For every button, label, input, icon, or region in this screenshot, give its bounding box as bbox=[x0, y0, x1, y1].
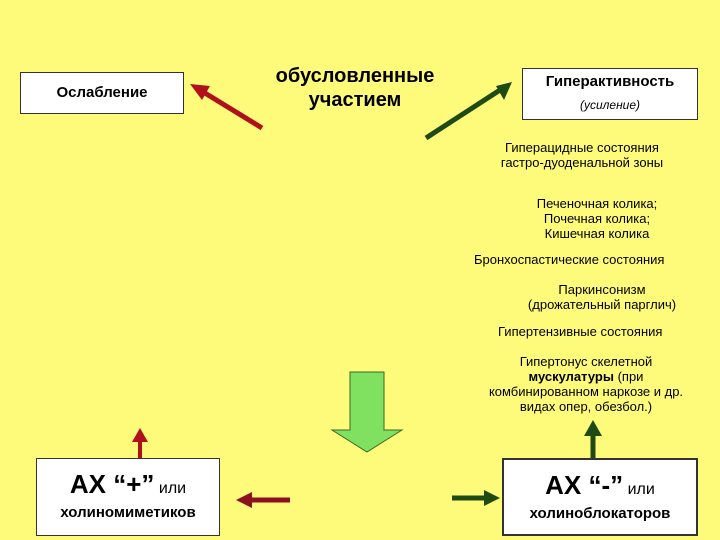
ach-plus-sub: холиномиметиков bbox=[60, 504, 196, 521]
condition-muscle-line2-rest: (при bbox=[613, 369, 644, 384]
hyperactivity-sublabel: (усиление) bbox=[579, 98, 641, 112]
weakening-box: Ослабление bbox=[20, 72, 184, 114]
hyperactivity-box: Гиперактивность (усиление) bbox=[522, 68, 698, 120]
condition-hypertensive-label: Гипертензивные состояния bbox=[498, 324, 663, 339]
condition-muscle-line3: комбинированном наркозе и др. bbox=[488, 384, 684, 399]
condition-parkinson-line2: (дрожательный парглич) bbox=[527, 297, 677, 312]
condition-colic: Печеночная колика; Почечная колика; Кише… bbox=[522, 196, 672, 241]
ach-plus-box: АХ “+” или холиномиметиков bbox=[36, 458, 220, 536]
ach-minus-sub: холиноблокаторов bbox=[529, 505, 671, 522]
conditioned-line1: обусловленные bbox=[275, 65, 435, 87]
arrow-to-hyperactivity bbox=[424, 82, 512, 141]
arrow-to-weakening bbox=[190, 84, 264, 131]
big-down-arrow bbox=[330, 371, 404, 453]
weakening-label: Ослабление bbox=[56, 84, 148, 101]
condition-muscle-line2-bold: мускулатуры bbox=[528, 369, 614, 384]
condition-parkinson: Паркинсонизм (дрожательный парглич) bbox=[512, 282, 692, 312]
condition-parkinson-line1: Паркинсонизм bbox=[558, 282, 646, 297]
arrow-up-right bbox=[584, 420, 602, 458]
ach-minus-box: АХ “-” или холиноблокаторов bbox=[502, 458, 698, 536]
condition-hypertensive: Гипертензивные состояния bbox=[498, 324, 708, 339]
arrow-up-left bbox=[132, 428, 148, 458]
condition-colic-line3: Кишечная колика bbox=[544, 226, 650, 241]
condition-colic-line1: Печеночная колика; bbox=[536, 196, 658, 211]
condition-broncho-label: Бронхоспастические состояния bbox=[474, 252, 665, 267]
hyperactivity-label: Гиперактивность bbox=[545, 73, 675, 90]
ach-minus-title: АХ “-” или bbox=[504, 470, 696, 501]
condition-gi-line2: гастро-дуоденальной зоны bbox=[500, 155, 664, 170]
condition-colic-line2: Почечная колика; bbox=[543, 211, 651, 226]
condition-muscle-line4: видах опер, обезбол.) bbox=[519, 399, 653, 414]
condition-gi-line1: Гиперацидные состояния bbox=[505, 140, 659, 155]
ach-plus-title: АХ “+” или bbox=[37, 469, 219, 500]
condition-gi: Гиперацидные состояния гастро-дуоденальн… bbox=[478, 140, 686, 170]
condition-muscle-line1: Гипертонус скелетной bbox=[519, 354, 653, 369]
arrow-bottom-right bbox=[452, 490, 500, 506]
condition-muscle: Гипертонус скелетной мускулатуры (при ко… bbox=[474, 354, 698, 414]
ach-plus-big: АХ “+” bbox=[69, 469, 155, 499]
ach-plus-or: или bbox=[158, 480, 187, 497]
ach-minus-or: или bbox=[627, 481, 655, 498]
conditioned-line2: участием bbox=[308, 89, 402, 111]
arrow-bottom-left bbox=[236, 492, 290, 508]
condition-muscle-line2: мускулатуры (при bbox=[474, 369, 698, 384]
condition-broncho: Бронхоспастические состояния bbox=[474, 252, 714, 267]
conditioned-text: обусловленные участием bbox=[250, 64, 460, 112]
ach-minus-big: АХ “-” bbox=[545, 470, 624, 500]
